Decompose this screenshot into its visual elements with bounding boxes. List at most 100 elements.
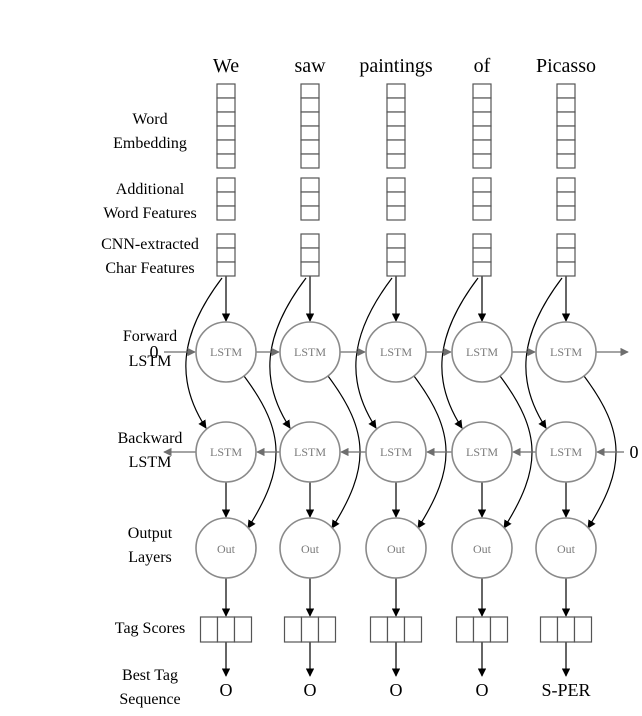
additional-feature-cell: [386, 191, 406, 207]
tag-score-cell: [489, 616, 509, 643]
row-label-word-embedding: Embedding: [113, 135, 187, 152]
tag-score-cell: [403, 616, 423, 643]
additional-feature-cell: [300, 191, 320, 207]
row-label-output-layers: Layers: [128, 549, 172, 566]
additional-feature-cell: [216, 191, 236, 207]
forward-lstm-label: LSTM: [380, 345, 412, 359]
output-node: [365, 517, 427, 579]
word-embedding-cell: [216, 111, 236, 127]
word-embedding-cell: [216, 139, 236, 155]
output-node-label: Out: [217, 542, 236, 556]
output-node: [279, 517, 341, 579]
additional-feature-cell: [556, 205, 576, 221]
tag-score-cell: [386, 616, 406, 643]
output-node: [451, 517, 513, 579]
word-embedding-cell: [216, 153, 236, 169]
word-embedding-cell: [556, 153, 576, 169]
forward-to-output-arrow: [413, 375, 447, 529]
row-label-additional-features: Additional: [116, 181, 185, 198]
additional-feature-cell: [386, 177, 406, 193]
forward-lstm-node: [279, 321, 341, 383]
feature-boxes-layer: [199, 83, 593, 643]
tag-score-cell: [455, 616, 475, 643]
tag-score-cell: [369, 616, 389, 643]
additional-feature-cell: [472, 205, 492, 221]
backward-lstm-node: [365, 421, 427, 483]
additional-feature-cell: [216, 177, 236, 193]
char-feature-cell: [300, 247, 320, 263]
tag-score-cell: [317, 616, 337, 643]
forward-lstm-label: LSTM: [466, 345, 498, 359]
row-label-char-features: CNN-extracted: [101, 236, 199, 253]
word-embedding-cell: [472, 125, 492, 141]
tag-score-cell: [216, 616, 236, 643]
word-embedding-cell: [472, 97, 492, 113]
row-label-backward-lstm: Backward: [118, 430, 183, 447]
backward-lstm-label: LSTM: [550, 445, 582, 459]
forward-lstm-node: [365, 321, 427, 383]
char-feature-cell: [556, 233, 576, 249]
best-tag: O: [220, 680, 233, 700]
row-label-output-layers: Output: [128, 525, 173, 542]
best-tag: O: [476, 680, 489, 700]
word-embedding-cell: [472, 139, 492, 155]
best-tag: S-PER: [541, 680, 590, 700]
word-token: saw: [294, 55, 326, 77]
word-embedding-cell: [216, 125, 236, 141]
word-embedding-cell: [472, 83, 492, 99]
additional-feature-cell: [472, 177, 492, 193]
additional-feature-cell: [556, 191, 576, 207]
char-feature-cell: [300, 261, 320, 277]
feature-to-backward-arrow: [269, 277, 307, 429]
backward-lstm-label: LSTM: [466, 445, 498, 459]
forward-lstm-label: LSTM: [294, 345, 326, 359]
additional-feature-cell: [216, 205, 236, 221]
word-embedding-cell: [472, 153, 492, 169]
char-feature-cell: [300, 233, 320, 249]
row-label-best-tag: Sequence: [119, 691, 180, 708]
word-embedding-cell: [386, 139, 406, 155]
word-token: We: [213, 55, 239, 77]
tag-score-cell: [539, 616, 559, 643]
word-embedding-cell: [300, 139, 320, 155]
word-embedding-cell: [556, 83, 576, 99]
word-token: paintings: [359, 55, 433, 77]
row-label-char-features: Char Features: [105, 260, 194, 277]
word-embedding-cell: [386, 97, 406, 113]
row-label-best-tag: Best Tag: [122, 667, 178, 684]
backward-lstm-node: [535, 421, 597, 483]
forward-to-output-arrow: [327, 375, 361, 529]
word-embedding-cell: [556, 139, 576, 155]
tag-score-cell: [300, 616, 320, 643]
row-label-forward-lstm: Forward: [123, 328, 177, 345]
word-embedding-cell: [386, 153, 406, 169]
word-token: of: [474, 55, 491, 77]
forward-lstm-node: [195, 321, 257, 383]
word-embedding-cell: [386, 125, 406, 141]
word-embedding-cell: [556, 125, 576, 141]
tag-score-cell: [199, 616, 219, 643]
char-feature-cell: [472, 247, 492, 263]
best-tag: O: [304, 680, 317, 700]
additional-feature-cell: [300, 205, 320, 221]
output-node: [195, 517, 257, 579]
backward-initial-state: 0: [630, 442, 639, 462]
output-node-label: Out: [387, 542, 406, 556]
output-node-label: Out: [301, 542, 320, 556]
feature-to-backward-arrow: [441, 277, 479, 429]
word-embedding-cell: [216, 83, 236, 99]
additional-feature-cell: [386, 205, 406, 221]
word-embedding-cell: [300, 97, 320, 113]
tag-score-cell: [233, 616, 253, 643]
row-label-word-embedding: Word: [132, 111, 167, 128]
char-feature-cell: [386, 233, 406, 249]
output-node: [535, 517, 597, 579]
additional-feature-cell: [300, 177, 320, 193]
char-feature-cell: [386, 247, 406, 263]
char-feature-cell: [556, 247, 576, 263]
row-label-forward-lstm: LSTM: [129, 353, 172, 370]
char-feature-cell: [472, 261, 492, 277]
feature-to-backward-arrow: [185, 277, 223, 429]
